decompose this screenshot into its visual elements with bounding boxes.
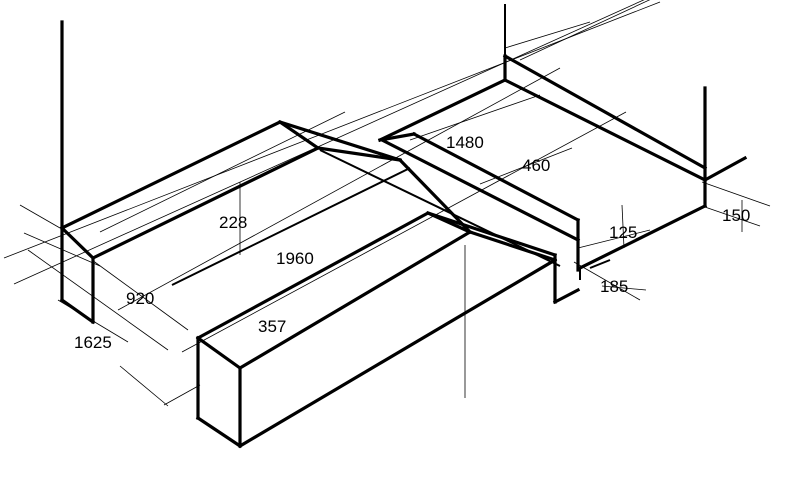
dimension-label-125: 125 [609,223,637,242]
dimension-label-1480: 1480 [446,133,484,152]
dimension-label-150: 150 [722,206,750,225]
object-outline [59,20,748,449]
dimension-label-357: 357 [258,317,286,336]
hidden-or-secondary-lines [171,4,611,286]
dimension-label-1625: 1625 [74,333,112,352]
dimension-lines [3,0,771,407]
dimension-label-460: 460 [522,156,550,175]
dimension-labels: 228 1960 920 1625 357 1480 460 125 185 1… [74,133,750,352]
dimension-label-920: 920 [126,289,154,308]
dimension-label-228: 228 [219,213,247,232]
dimension-label-185: 185 [600,277,628,296]
dimension-label-1960: 1960 [276,249,314,268]
